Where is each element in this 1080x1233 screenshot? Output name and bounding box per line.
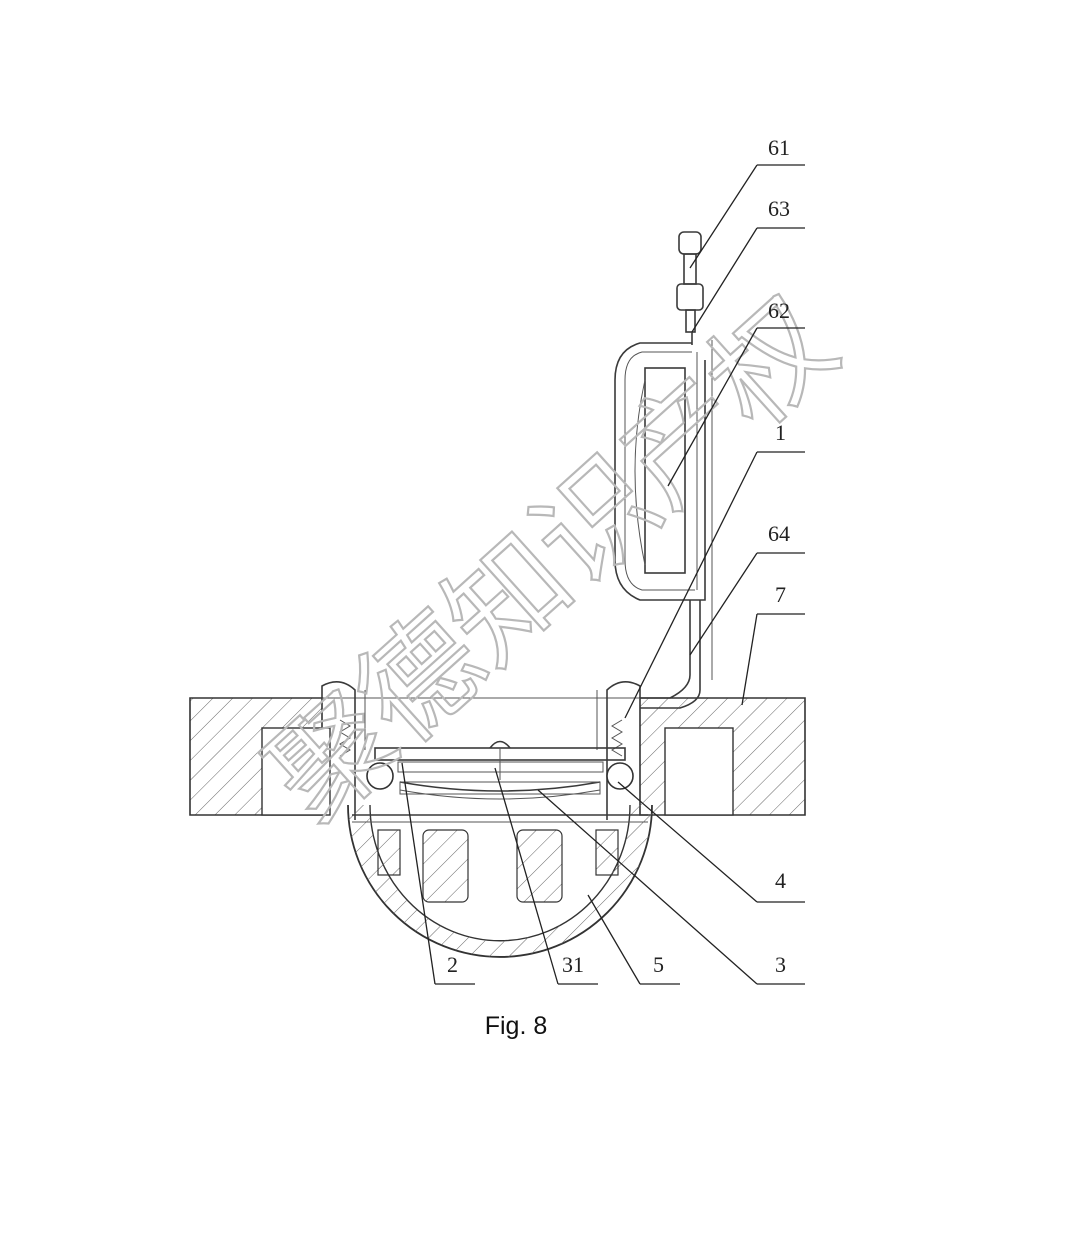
label-2: 2 — [401, 762, 475, 985]
label-7: 7 — [741, 582, 805, 706]
label-4: 4 — [617, 781, 805, 903]
figure-caption: Fig. 8 — [484, 1012, 548, 1040]
svg-text:7: 7 — [775, 582, 786, 607]
reference-labels: 61 63 62 1 64 7 4 — [401, 135, 805, 985]
top-bolt — [676, 231, 704, 345]
label-1: 1 — [624, 420, 805, 719]
label-5: 5 — [587, 894, 680, 985]
hemispherical-housing — [347, 804, 653, 958]
label-31: 31 — [494, 767, 598, 985]
vertical-arm — [640, 600, 701, 709]
svg-text:3: 3 — [775, 952, 786, 977]
label-63: 63 — [691, 196, 805, 333]
svg-text:62: 62 — [768, 298, 790, 323]
base-plate — [189, 697, 806, 816]
svg-text:63: 63 — [768, 196, 790, 221]
inner-disc-assembly — [366, 740, 634, 800]
svg-text:61: 61 — [768, 135, 790, 160]
svg-text:5: 5 — [653, 952, 664, 977]
clip-housing — [614, 340, 713, 680]
label-62: 62 — [667, 298, 805, 487]
collar-threads — [321, 681, 641, 820]
svg-text:31: 31 — [562, 952, 584, 977]
svg-text:2: 2 — [447, 952, 458, 977]
label-61: 61 — [689, 135, 805, 269]
svg-text:64: 64 — [768, 521, 790, 546]
svg-text:4: 4 — [775, 868, 786, 893]
svg-text:1: 1 — [775, 420, 786, 445]
label-64: 64 — [689, 521, 805, 656]
label-3: 3 — [537, 789, 805, 985]
